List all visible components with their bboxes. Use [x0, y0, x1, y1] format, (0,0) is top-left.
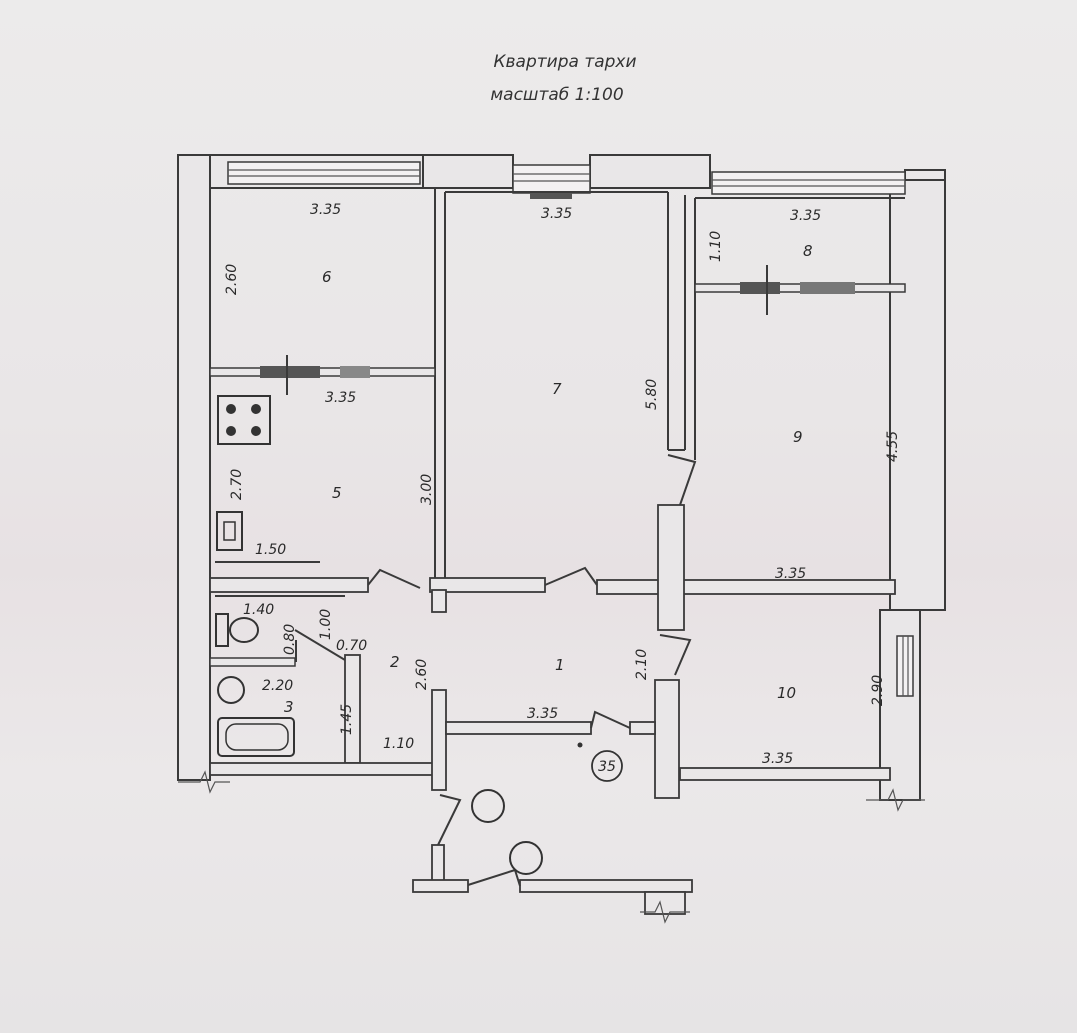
dimension-label: 3.35 — [325, 390, 356, 406]
dimension-label: 2.10 — [634, 649, 650, 680]
dimension-label: 3.35 — [541, 206, 572, 222]
dimension-label: 4.55 — [885, 431, 901, 462]
dimension-label: 1.00 — [318, 609, 334, 640]
dimension-label: 3.35 — [527, 706, 558, 722]
window-room-7 — [512, 164, 591, 199]
stove-icon — [217, 395, 271, 445]
room-number: 10 — [777, 684, 796, 702]
apartment-number-badge: 35 — [577, 742, 623, 782]
break-marks — [178, 770, 925, 924]
toilet-icon — [215, 613, 259, 647]
doors — [260, 265, 855, 887]
window-room-10 — [896, 635, 914, 697]
dimension-label: 2.60 — [224, 264, 240, 295]
apartment-number: 35 — [598, 759, 616, 775]
bathtub-icon — [217, 717, 295, 757]
dimension-label: 2.90 — [870, 675, 886, 706]
dimension-label: 5.80 — [644, 379, 660, 410]
dimension-label: 1.45 — [339, 704, 355, 735]
dimension-label: 3.35 — [762, 751, 793, 767]
dimension-label: 2.60 — [414, 659, 430, 690]
dimension-label: 0.70 — [336, 638, 367, 654]
stair-landing-circles — [471, 789, 543, 875]
dimension-label: 2.70 — [229, 469, 245, 500]
dimension-label: 1.40 — [243, 602, 274, 618]
exterior-walls — [177, 154, 946, 801]
room-number: 5 — [332, 484, 342, 502]
sink-icon — [216, 511, 243, 551]
dimension-label: 3.35 — [310, 202, 341, 218]
dimension-label: 1.10 — [708, 231, 724, 262]
room-number: 7 — [552, 380, 562, 398]
room-number: 8 — [803, 242, 813, 260]
window-room-8 — [711, 171, 906, 195]
room-numbers: 1 2 3 5 6 7 8 9 10 — [284, 242, 813, 716]
dimension-label: 3.35 — [775, 566, 806, 582]
plan-title: Квартира тархи — [493, 52, 636, 72]
dimension-label: 0.80 — [282, 624, 298, 655]
dimension-labels: 3.35 3.35 3.35 1.10 2.60 3.35 5.80 4.55 … — [224, 202, 901, 767]
dimension-label: 1.50 — [255, 542, 286, 558]
room-number: 3 — [284, 698, 294, 716]
washbasin-icon — [217, 676, 245, 704]
dimension-label: 3.00 — [419, 474, 435, 505]
interior-walls — [209, 187, 906, 915]
room-number: 6 — [322, 268, 332, 286]
plan-scale: масштаб 1:100 — [490, 85, 623, 105]
dimension-label: 2.20 — [262, 678, 293, 694]
dimension-label: 1.10 — [383, 736, 414, 752]
room-number: 2 — [390, 653, 400, 671]
dimension-label: 3.35 — [790, 208, 821, 224]
room-number: 1 — [555, 656, 565, 674]
room-number: 9 — [793, 428, 803, 446]
window-room-6 — [227, 161, 421, 185]
